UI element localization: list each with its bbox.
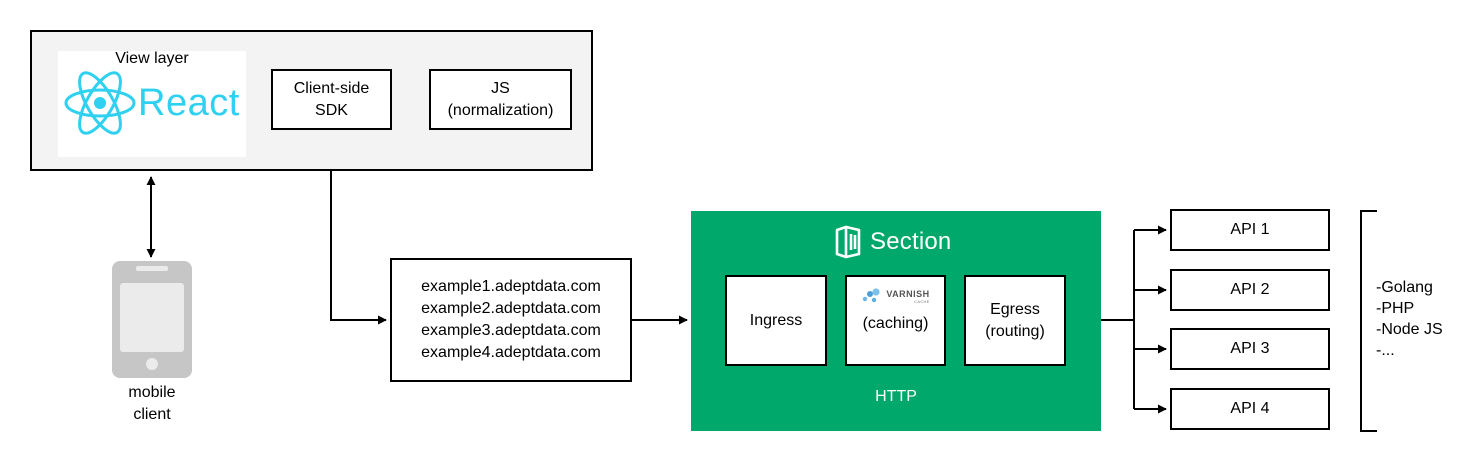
section-brand: Section xyxy=(834,225,951,259)
sdk-label-line2: SDK xyxy=(315,101,348,119)
js-label-line1: JS xyxy=(491,79,510,97)
varnish-logo-subtext: CACHE xyxy=(914,298,930,304)
egress-label-line2: (routing) xyxy=(985,322,1045,340)
domains-box: example1.adeptdata.com example2.adeptdat… xyxy=(390,258,632,382)
varnish-bubbles-icon xyxy=(863,288,880,303)
client-side-sdk-box: Client-side SDK xyxy=(271,69,392,130)
language-nodejs: -Node JS xyxy=(1376,321,1443,338)
js-normalization-box: JS (normalization) xyxy=(429,69,572,130)
sdk-label-line1: Client-side xyxy=(293,79,370,97)
egress-label-line1: Egress xyxy=(990,300,1040,318)
api-2-box: API 2 xyxy=(1170,269,1330,311)
view-layer-label: View layer xyxy=(115,50,189,67)
section-brand-text: Section xyxy=(870,228,952,255)
api-2-label: API 2 xyxy=(1230,281,1270,298)
languages-list: -Golang -PHP -Node JS -... xyxy=(1376,277,1443,361)
section-logo-icon xyxy=(835,225,861,259)
egress-routing-box: Egress (routing) xyxy=(964,275,1066,366)
api-1-label: API 1 xyxy=(1230,221,1270,238)
mobile-client-label: mobile client xyxy=(100,382,204,426)
api-1-box: API 1 xyxy=(1170,209,1330,251)
api-3-box: API 3 xyxy=(1170,328,1330,370)
domain-3: example3.adeptdata.com xyxy=(421,322,601,339)
varnish-logo: VARNISH CACHE xyxy=(861,288,929,304)
language-golang: -Golang xyxy=(1376,279,1433,296)
varnish-caching-box: VARNISH CACHE (caching) xyxy=(845,275,946,366)
ingress-label: Ingress xyxy=(749,311,803,329)
language-more: -... xyxy=(1376,342,1395,359)
api-4-label: API 4 xyxy=(1230,400,1270,417)
ingress-box: Ingress xyxy=(725,275,827,366)
mobile-label-line2: client xyxy=(133,406,171,423)
domain-4: example4.adeptdata.com xyxy=(421,344,601,361)
http-label: HTTP xyxy=(875,388,917,405)
caching-label: (caching) xyxy=(862,315,929,332)
api-3-label: API 3 xyxy=(1230,340,1270,357)
language-php: -PHP xyxy=(1376,300,1415,317)
languages-bracket xyxy=(1360,210,1377,432)
view-layer-panel xyxy=(58,51,246,157)
js-label-line2: (normalization) xyxy=(447,101,554,119)
mobile-label-line1: mobile xyxy=(128,384,176,401)
domain-1: example1.adeptdata.com xyxy=(421,278,601,295)
domain-2: example2.adeptdata.com xyxy=(421,300,601,317)
api-4-box: API 4 xyxy=(1170,388,1330,430)
react-logo-text: React xyxy=(138,82,240,124)
sdk-domains-arrow xyxy=(330,130,387,325)
varnish-logo-text: VARNISH xyxy=(886,288,930,299)
